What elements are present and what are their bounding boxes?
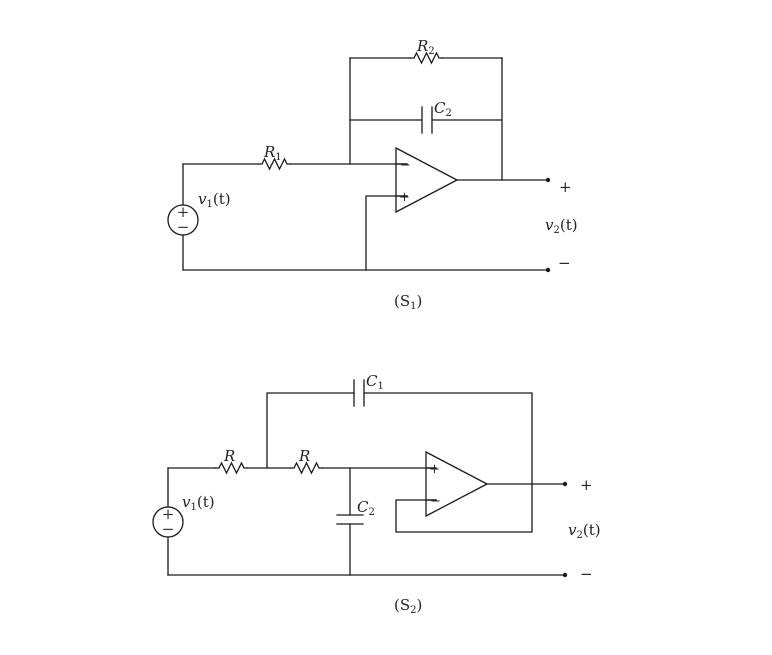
s2-output-plus: + <box>580 476 593 494</box>
s1-voltage-source: + − <box>167 203 199 236</box>
s2-label-source: v1(t) <box>182 493 215 513</box>
s1-label-c2: C2 <box>434 99 452 119</box>
s2-capacitor-c1 <box>353 379 365 407</box>
s1-source-minus: − <box>177 218 190 236</box>
s2-label-r-first: R <box>223 447 235 465</box>
s2-resistor-r-first <box>214 461 248 475</box>
s1-output-plus: + <box>559 178 572 196</box>
s2-label-c2: C2 <box>357 498 375 518</box>
s1-resistor-r2 <box>409 51 443 65</box>
s2-resistor-r-second <box>289 461 323 475</box>
s2-wire-buffer-feedback <box>395 483 533 533</box>
s1-resistor-r1 <box>257 157 291 171</box>
s1-output-minus: − <box>558 254 571 272</box>
s2-label-output: v2(t) <box>568 521 601 541</box>
s1-source-plus: + <box>177 203 190 221</box>
s2-wire-c1-right <box>363 392 533 485</box>
s2-output-terminal-bottom <box>562 572 568 578</box>
s1-wire-noninv <box>365 195 408 271</box>
s2-output-minus: − <box>580 565 593 583</box>
s1-label-source: v1(t) <box>198 190 231 210</box>
s2-label-r-second: R <box>298 447 310 465</box>
circuit-s2: + − + − C1 R R C2 v1(t) + v2(t) − (S2) <box>152 372 601 616</box>
s1-label-r2: R2 <box>416 37 435 57</box>
s2-voltage-source: + − <box>152 505 184 538</box>
s1-output-terminal-top <box>545 177 551 183</box>
s2-label-c1: C1 <box>366 372 384 392</box>
s2-capacitor-c2 <box>336 514 364 525</box>
s2-opamp-inverting-sign: − <box>430 494 441 509</box>
s1-opamp-inverting-sign: − <box>400 158 411 173</box>
s2-opamp: + − <box>425 450 489 518</box>
s1-opamp: − + <box>395 146 459 214</box>
s2-caption: (S2) <box>394 596 422 616</box>
s2-output-terminal-top <box>562 481 568 487</box>
s1-caption: (S1) <box>394 292 422 312</box>
s2-source-minus: − <box>162 520 175 538</box>
s2-source-plus: + <box>162 505 175 523</box>
s1-label-output: v2(t) <box>545 216 578 236</box>
s1-label-r1: R1 <box>263 143 282 163</box>
s2-opamp-noninverting-sign: + <box>429 462 440 477</box>
s1-output-terminal-bottom <box>545 267 551 273</box>
circuit-s1: + − − + R2 C2 R1 v1(t) + v2(t) − (S1) <box>167 37 578 312</box>
s1-opamp-noninverting-sign: + <box>399 190 410 205</box>
s1-capacitor-c2 <box>421 106 433 134</box>
s2-wire-c1-left <box>266 392 355 469</box>
